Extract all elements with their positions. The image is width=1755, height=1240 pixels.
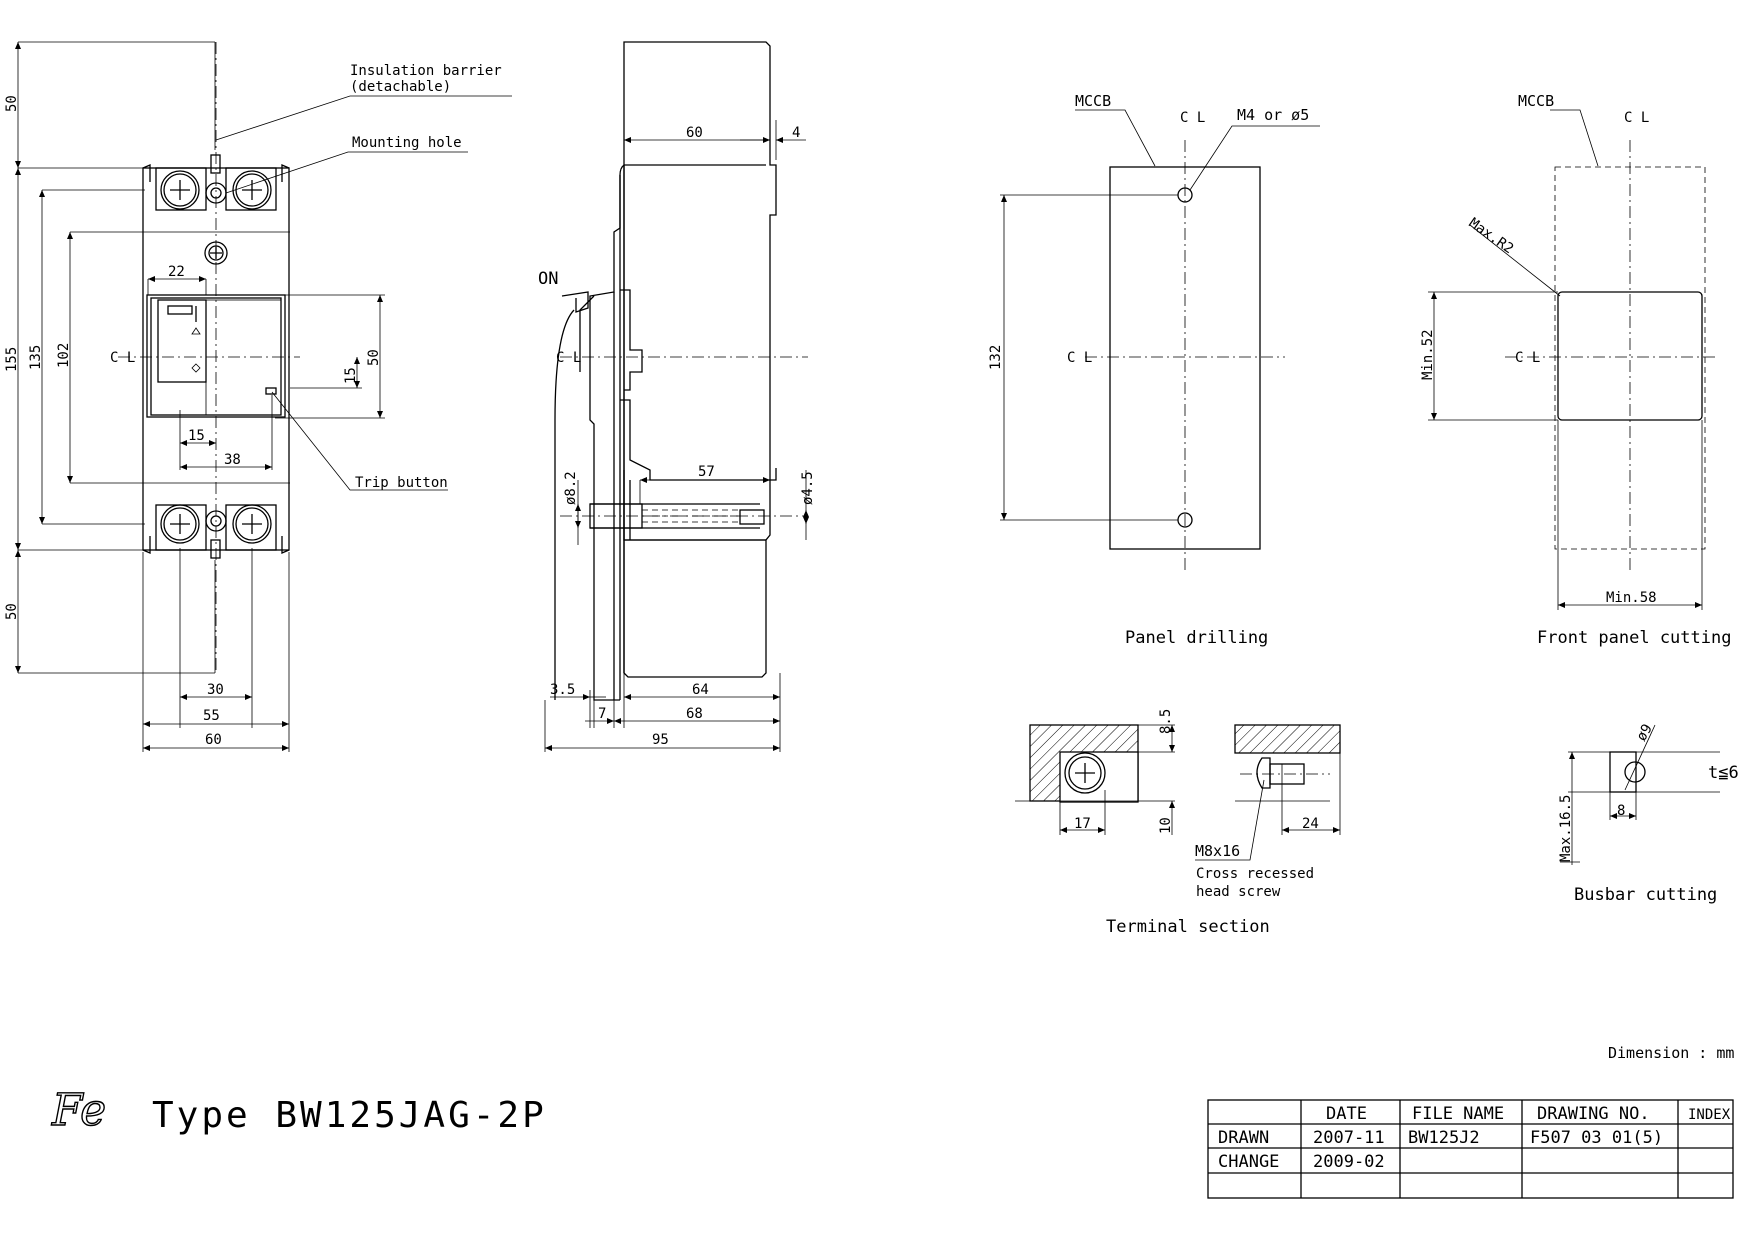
t-le-6-label: t≦6 [1708,763,1739,783]
dim-8-2: ø8.2 [563,471,579,505]
dim-15b: 15 [343,367,359,384]
dim-4: 4 [792,125,800,141]
type-title: Type BW125JAG-2P [152,1095,547,1136]
dimension-unit-label: Dimension : mm [1608,1044,1734,1062]
bottom-terminals [155,504,277,559]
terminal-section-view [1015,724,1341,861]
busbar-cutting-caption: Busbar cutting [1574,885,1717,905]
dim-50-side: 50 [366,349,382,366]
row-change-label: CHANGE [1218,1152,1279,1172]
front-panel-cutting-view [1428,109,1718,610]
row-drawn-label: DRAWN [1218,1128,1269,1148]
side-view [544,41,809,752]
detachable-label: (detachable) [350,79,451,95]
centerline-mark: C L [1624,110,1649,126]
row-drawn-file: BW125J2 [1408,1128,1480,1148]
title-block: DATE FILE NAME DRAWING NO. INDEX DRAWN 2… [1207,1099,1734,1199]
m8x16-label: M8x16 [1195,842,1240,860]
centerline-mark: C L [1515,350,1540,366]
annotations: Insulation barrier (detachable) Mounting… [110,63,1739,1062]
dim-8: 8 [1617,803,1625,819]
mounting-hole-label: Mounting hole [352,135,462,151]
insulation-barrier-label: Insulation barrier [350,63,502,79]
dimension-values: 50 155 135 102 50 22 15 38 15 50 30 55 6… [4,95,1657,862]
dim-60-front: 60 [205,732,222,748]
dim-55: 55 [203,708,220,724]
dim-min58: Min.58 [1606,590,1657,606]
m4-label: M4 or ø5 [1237,106,1309,124]
dim-24: 24 [1302,816,1319,832]
top-terminals [155,154,277,211]
cross-recessed-label: Cross recessed [1196,866,1314,882]
header-index: INDEX [1688,1107,1731,1123]
dim-155: 155 [4,347,20,372]
header-file-name: FILE NAME [1412,1104,1504,1124]
mccb-label-2: MCCB [1518,92,1554,110]
dim-22: 22 [168,264,185,280]
panel-drilling-view [1000,109,1320,572]
row-drawn-date: 2007-11 [1313,1128,1385,1148]
front-view [15,41,512,752]
dim-17: 17 [1074,816,1091,832]
dim-132: 132 [988,345,1004,370]
dim-57: 57 [698,464,715,480]
dim-4-5: ø4.5 [800,471,816,505]
dim-135: 135 [28,345,44,370]
dim-38: 38 [224,452,241,468]
header-date: DATE [1326,1104,1367,1124]
dim-min52: Min.52 [1420,329,1436,380]
dim-50-bottom: 50 [4,603,20,620]
dim-15a: 15 [188,428,205,444]
dim-60-side: 60 [686,125,703,141]
trip-button-label: Trip button [355,475,448,491]
head-screw-label: head screw [1196,884,1281,900]
dim-10: 10 [1158,817,1174,834]
dim-95: 95 [652,732,669,748]
dim-102: 102 [56,343,72,368]
dim-8-5: 8.5 [1158,709,1174,734]
front-panel-cutting-caption: Front panel cutting [1537,628,1731,648]
dim-50-top: 50 [4,95,20,112]
fuji-logo: Fe [51,1085,106,1136]
dim-64: 64 [692,682,709,698]
centerline-mark: C L [110,350,135,366]
row-drawn-drawing: F507 03 01(5) [1530,1128,1663,1148]
panel-drilling-caption: Panel drilling [1125,628,1268,648]
centerline-mark: C L [556,350,581,366]
terminal-section-caption: Terminal section [1106,917,1270,937]
dim-3-5: 3.5 [550,682,575,698]
mccb-label-1: MCCB [1075,92,1111,110]
row-change-date: 2009-02 [1313,1152,1385,1172]
centerline-mark: C L [1180,110,1205,126]
dim-30: 30 [207,682,224,698]
title-area: Fe Type BW125JAG-2P [50,1084,547,1136]
dim-68: 68 [686,706,703,722]
header-drawing-no: DRAWING NO. [1537,1104,1650,1124]
max-r2-label: Max.R2 [1466,215,1517,257]
dim-max16-5: Max.16.5 [1558,795,1574,862]
dim-9: ø9 [1634,721,1656,744]
centerline-mark: C L [1067,350,1092,366]
busbar-cutting-view [1560,724,1720,865]
on-label: ON [538,269,558,289]
dim-7: 7 [598,706,606,722]
